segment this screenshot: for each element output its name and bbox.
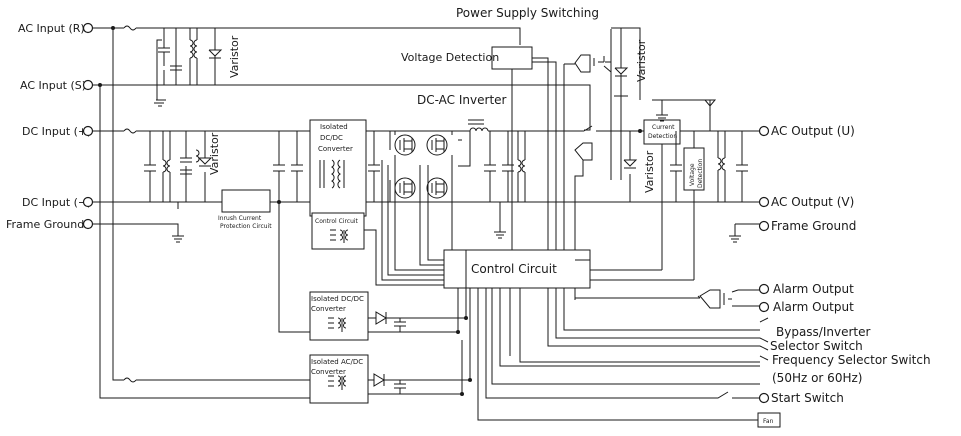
dc-input-pos-label: DC Input (+) [22, 125, 91, 138]
fuse-aux [123, 377, 137, 383]
isolated-acdc-aux-block [309, 354, 369, 404]
varistor-label-2: Varistor [635, 39, 648, 82]
isolated-dcdc-aux-block [309, 291, 369, 341]
inrush-label-1: Inrush Current [218, 215, 262, 222]
alarm-output-2-terminal [758, 301, 770, 313]
dc-input-neg-label: DC Input (−) [22, 196, 91, 209]
frame-ground-symbol [93, 223, 184, 243]
isolated-dcdc-main-line3: Converter [318, 145, 353, 153]
ac-output-u-label: AC Output (U) [771, 124, 855, 138]
varistor-label-1: Varistor [228, 35, 241, 78]
voltage-detection-vertical-1: Voltage [689, 163, 696, 186]
current-detection-label-1: Current [652, 124, 675, 131]
start-switch-label: Start Switch [771, 391, 844, 405]
bypass-label-1: Bypass/Inverter [776, 325, 871, 339]
control-circuit-small-block [311, 212, 365, 250]
varistor-label-3: Varistor [208, 132, 221, 175]
alarm-output-1-terminal [758, 283, 770, 295]
mosfet-bridge [394, 131, 453, 202]
inrush-protection-block [221, 189, 271, 213]
frame-ground-in-terminal [82, 218, 94, 230]
dc-ac-inverter-label: DC-AC Inverter [417, 93, 507, 107]
frame-ground-out-terminal [758, 220, 770, 232]
dc-input-neg-terminal [82, 196, 94, 208]
control-circuit-main-label: Control Circuit [471, 262, 557, 276]
relay-coil-alarm [699, 289, 721, 309]
isolated-dcdc-main-line2: DC/DC [320, 134, 343, 142]
ac-output-v-terminal [758, 196, 770, 208]
isolated-acdc-aux-line1: Isolated AC/DC [311, 358, 363, 366]
fan-label: Fan [763, 418, 774, 425]
ground-symbol-1 [154, 39, 166, 107]
isolated-dcdc-main-line1: Isolated [320, 123, 348, 131]
voltage-detection-label: Voltage Detection [401, 51, 499, 64]
bypass-label-2: Selector Switch [770, 339, 863, 353]
control-circuit-main-block [443, 249, 591, 289]
freq-label-2: (50Hz or 60Hz) [772, 371, 862, 385]
ac-input-s-label: AC Input (S) [20, 79, 86, 92]
diagram-title: Power Supply Switching [456, 6, 599, 20]
fuse-dc [123, 128, 137, 134]
relay-coil-1 [574, 54, 591, 73]
ac-input-r-label: AC Input (R) [18, 22, 85, 35]
start-switch-terminal [758, 392, 770, 404]
dc-input-pos-terminal [82, 125, 94, 137]
isolated-acdc-aux-line2: Converter [311, 368, 346, 376]
frame-ground-out-label: Frame Ground [771, 219, 856, 233]
alarm-output-2-label: Alarm Output [773, 300, 854, 314]
isolated-dcdc-aux-line2: Converter [311, 305, 346, 313]
varistor-label-4: Varistor [643, 150, 656, 193]
inrush-label-2: Protection Circuit [220, 223, 272, 230]
fan-block [757, 412, 781, 428]
frame-ground-in-label: Frame Ground [6, 218, 84, 231]
isolated-dcdc-main-block [309, 119, 367, 217]
choke-2 [162, 131, 171, 202]
alarm-output-1-label: Alarm Output [773, 282, 854, 296]
voltage-detection-vertical-2: Detection [697, 159, 704, 188]
ac-output-v-label: AC Output (V) [771, 195, 854, 209]
ac-input-s-terminal [82, 79, 94, 91]
fuse-r [123, 25, 137, 31]
choke-1 [189, 28, 198, 85]
current-detection-label-2: Detection [648, 133, 677, 140]
ac-output-u-terminal [758, 125, 770, 137]
relay-coil-2 [574, 142, 593, 161]
transformer-main [319, 159, 345, 189]
freq-label-1: Frequency Selector Switch [772, 353, 931, 367]
isolated-dcdc-aux-line1: Isolated DC/DC [311, 295, 364, 303]
inductor-output [458, 127, 540, 167]
control-circuit-small-label: Control Circuit [315, 218, 359, 225]
diode-1 [375, 311, 387, 325]
ac-input-r-terminal [82, 22, 94, 34]
diode-2 [373, 373, 385, 387]
